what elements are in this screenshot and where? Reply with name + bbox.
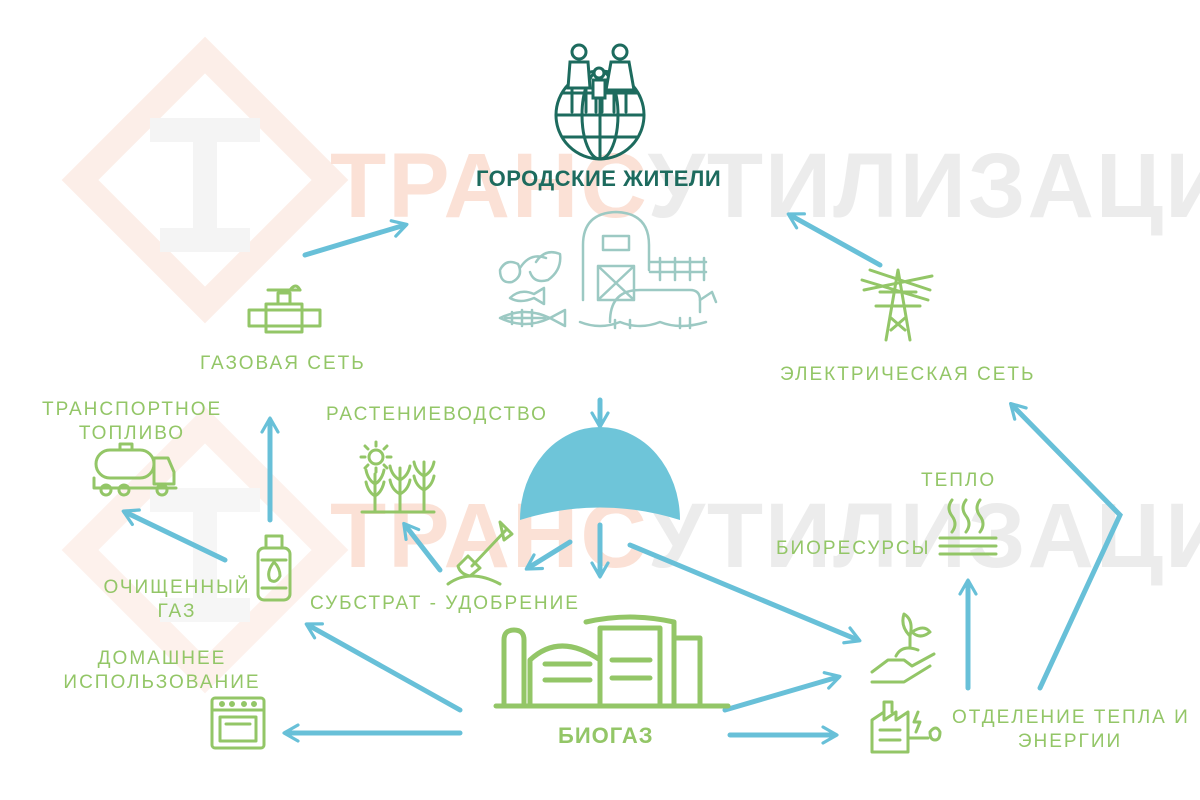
- arrow-chp-to-electric-grid: [1008, 401, 1123, 691]
- fuel-truck-icon: [92, 442, 178, 497]
- label-purified-gas-line1: ОЧИЩЕННЫЙ: [103, 577, 251, 598]
- arrow-dome-to-digestate: [524, 539, 573, 571]
- crops-sun-icon: [359, 440, 436, 514]
- page-title: ГОРОДСКИЕ ЖИТЕЛИ: [476, 166, 722, 191]
- arrow-purified-gas-to-transport: [121, 508, 228, 563]
- watermark-part2: УТИЛИЗАЦИЯ: [647, 135, 1200, 237]
- label-chp: ОТДЕЛЕНИЕ ТЕПЛА И ЭНЕРГИИ: [952, 706, 1188, 754]
- stove-icon: [210, 696, 266, 750]
- label-transport-fuel-line2: ТОПЛИВО: [78, 423, 186, 444]
- arrow-biogas-to-purified-gas: [304, 622, 463, 713]
- flow-arrows: [121, 212, 1123, 745]
- label-substrate: СУБСТРАТ - УДОБРЕНИЕ: [310, 593, 580, 614]
- shovel-icon: [446, 520, 514, 586]
- heat-waves-icon: [938, 498, 998, 556]
- arrow-grid-to-citizens: [786, 212, 883, 268]
- people-globe-icon: [554, 43, 646, 161]
- label-electric-grid: ЭЛЕКТРИЧЕСКАЯ СЕТЬ: [780, 364, 1036, 385]
- label-bioresources: БИОРЕСУРСЫ: [776, 538, 931, 559]
- watermark-logo-bottom: [61, 406, 349, 694]
- label-transport-fuel: ТРАНСПОРТНОЕ ТОПЛИВО: [42, 398, 222, 446]
- label-transport-fuel-line1: ТРАНСПОРТНОЕ: [42, 399, 223, 420]
- label-heat: ТЕПЛО: [921, 470, 997, 491]
- label-home-use: ДОМАШНЕЕ ИСПОЛЬЗОВАНИЕ: [62, 647, 262, 695]
- label-purified-gas: ОЧИЩЕННЫЙ ГАЗ: [102, 576, 252, 624]
- label-gas-grid: ГАЗОВАЯ СЕТЬ: [200, 353, 366, 374]
- label-plant-growing: РАСТЕНИЕВОДСТВО: [326, 404, 548, 425]
- hand-sprout-icon: [870, 612, 936, 684]
- label-home-use-line2: ИСПОЛЬЗОВАНИЕ: [63, 672, 261, 693]
- biogas-label: БИОГАЗ: [558, 723, 654, 748]
- arrow-dome-to-bioresources: [627, 542, 862, 645]
- arrow-shovel-to-crops: [402, 521, 443, 573]
- label-purified-gas-line2: ГАЗ: [157, 601, 197, 622]
- label-chp-line1: ОТДЕЛЕНИЕ ТЕПЛА И: [952, 707, 1190, 728]
- power-plant-icon: [870, 700, 942, 754]
- digester-dome-icon: [520, 427, 680, 520]
- label-chp-line2: ЭНЕРГИИ: [1017, 731, 1123, 752]
- arrow-biogas-to-bioresources: [722, 671, 842, 713]
- watermark-logo-top: [61, 36, 349, 324]
- arrow-gas-grid-to-citizens: [302, 219, 409, 258]
- biogas-plant-icon: [493, 614, 731, 709]
- gas-cylinder-icon: [256, 534, 292, 602]
- gas-pipe-icon: [247, 284, 322, 334]
- power-tower-icon: [860, 268, 934, 342]
- label-home-use-line1: ДОМАШНЕЕ: [97, 648, 227, 669]
- farm-barn-icon: [498, 210, 718, 330]
